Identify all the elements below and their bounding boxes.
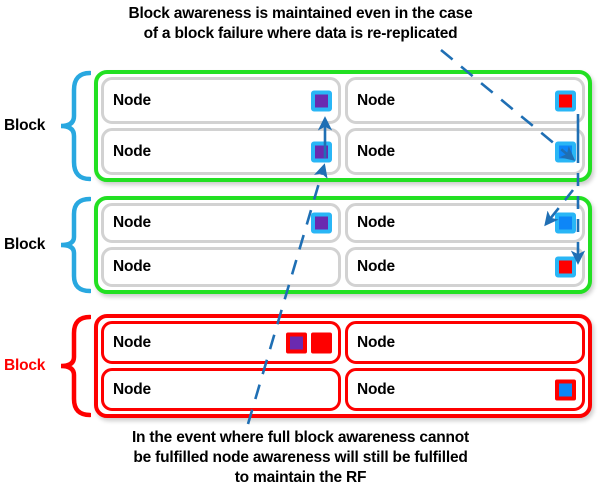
- top-caption: Block awareness is maintained even in th…: [0, 4, 601, 44]
- node-label: Node: [113, 142, 151, 160]
- node-cell[interactable]: Node: [101, 247, 341, 287]
- block-container-3: Node Node Node Node: [94, 314, 592, 418]
- block-group-3-failed: Block Node Node Node Node: [0, 314, 601, 418]
- node-grid-1: Node Node Node Node: [101, 77, 585, 175]
- data-marker-blue: [555, 141, 576, 162]
- node-label: Node: [113, 214, 151, 231]
- node-label: Node: [357, 142, 395, 160]
- block-label-3: Block: [4, 357, 46, 374]
- node-markers: [555, 212, 576, 234]
- node-markers: [555, 90, 576, 111]
- node-label: Node: [357, 91, 395, 109]
- data-marker-red: [555, 256, 576, 278]
- node-cell[interactable]: Node: [101, 203, 341, 243]
- node-label: Node: [357, 333, 395, 351]
- data-marker-purple: [311, 90, 332, 111]
- data-marker-purple: [286, 332, 307, 353]
- node-markers: [555, 256, 576, 278]
- node-cell[interactable]: Node: [345, 368, 585, 411]
- data-marker-purple: [311, 141, 332, 162]
- node-cell[interactable]: Node: [345, 321, 585, 364]
- brace-1: [57, 70, 91, 182]
- node-label: Node: [113, 333, 151, 351]
- top-caption-line-1: Block awareness is maintained even in th…: [128, 5, 473, 22]
- node-markers: [311, 141, 332, 162]
- node-cell[interactable]: Node: [101, 321, 341, 364]
- node-cell[interactable]: Node: [101, 368, 341, 411]
- data-marker-purple: [311, 212, 332, 234]
- block-label-1: Block: [4, 117, 46, 134]
- bottom-caption-line-2: be fulfilled node awareness will still b…: [133, 448, 468, 466]
- block-label-2: Block: [4, 236, 46, 253]
- node-grid-3: Node Node Node Node: [101, 321, 585, 411]
- data-marker-blue: [555, 379, 576, 400]
- data-marker-blue: [555, 212, 576, 234]
- node-cell[interactable]: Node: [101, 77, 341, 124]
- top-caption-line-2: of a block failure where data is re-repl…: [143, 24, 458, 42]
- node-markers: [555, 379, 576, 400]
- node-label: Node: [113, 91, 151, 109]
- node-label: Node: [113, 258, 151, 275]
- node-label: Node: [357, 258, 395, 275]
- node-cell[interactable]: Node: [345, 128, 585, 175]
- node-markers: [286, 332, 332, 353]
- node-label: Node: [357, 380, 395, 398]
- node-markers: [311, 90, 332, 111]
- node-cell[interactable]: Node: [345, 203, 585, 243]
- brace-3: [57, 314, 91, 418]
- node-cell[interactable]: Node: [101, 128, 341, 175]
- data-marker-red: [311, 332, 332, 353]
- node-cell[interactable]: Node: [345, 247, 585, 287]
- block-group-2: Block Node Node Node: [0, 196, 601, 294]
- node-label: Node: [113, 380, 151, 398]
- block-container-1: Node Node Node Node: [94, 70, 592, 182]
- bottom-caption-line-1: In the event where full block awareness …: [131, 429, 470, 446]
- bottom-caption-line-3: to maintain the RF: [234, 468, 367, 486]
- bottom-caption: In the event where full block awareness …: [0, 428, 601, 487]
- node-grid-2: Node Node Node Node: [101, 203, 585, 287]
- node-markers: [555, 141, 576, 162]
- block-container-2: Node Node Node Node: [94, 196, 592, 294]
- node-markers: [311, 212, 332, 234]
- node-cell[interactable]: Node: [345, 77, 585, 124]
- block-group-1: Block Node Node Node: [0, 70, 601, 182]
- node-label: Node: [357, 214, 395, 231]
- brace-2: [57, 196, 91, 294]
- data-marker-red: [555, 90, 576, 111]
